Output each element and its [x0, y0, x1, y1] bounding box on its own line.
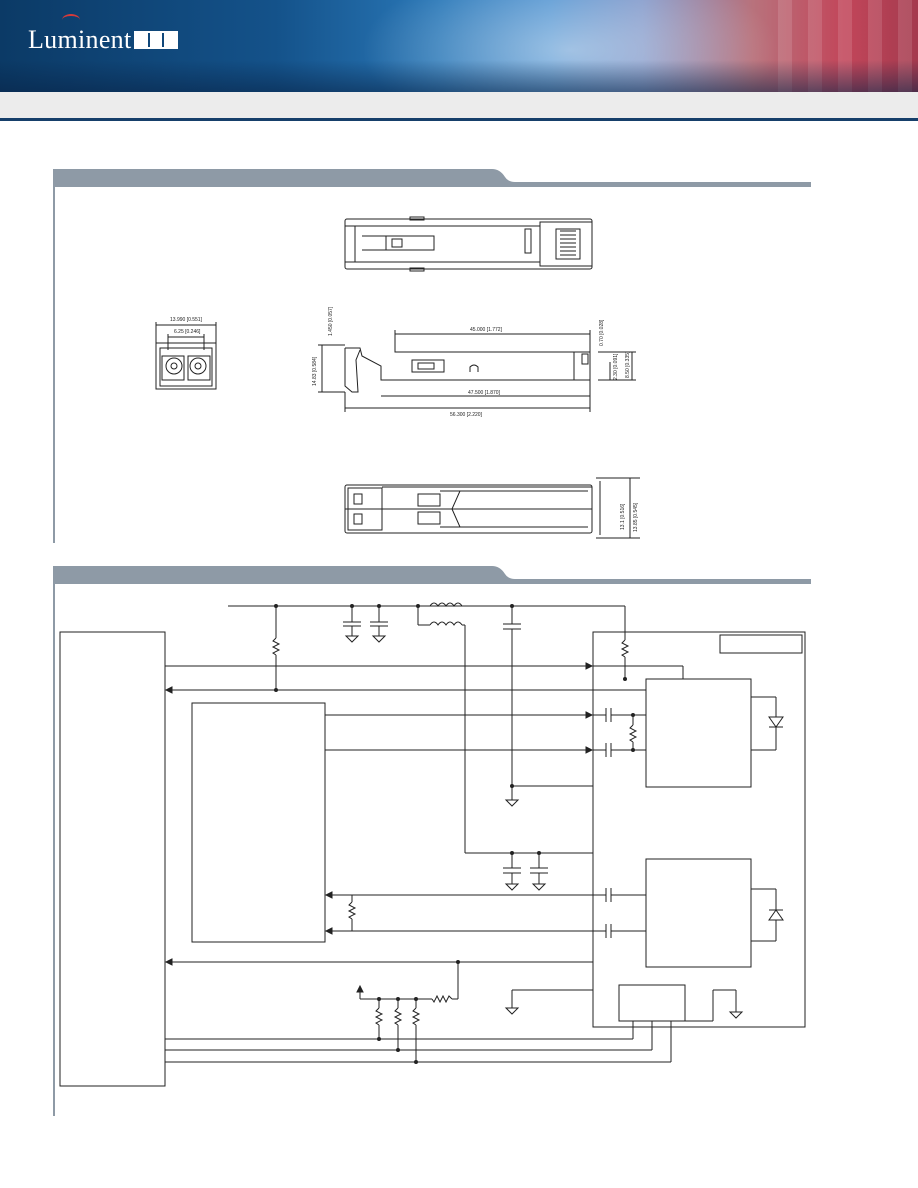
logo-swoosh-icon	[62, 14, 80, 26]
notch-outline	[492, 169, 515, 187]
header-subbar	[0, 92, 918, 121]
front-view-drawing	[155, 322, 217, 390]
module-boundary	[592, 631, 806, 1028]
schematic-junctions	[274, 604, 635, 1064]
dim-bottom-inner-width: 13.1 [0.516]	[620, 503, 626, 530]
dim-side-right-offset: 0.70 [0.028]	[599, 319, 605, 346]
dim-side-top-offset: 1.450 [0.057]	[328, 306, 334, 336]
transmitter-block	[645, 678, 752, 788]
dim-side-body-length: 45.000 [1.772]	[470, 327, 503, 333]
dim-side-height-left: 14.83 [0.584]	[312, 356, 318, 386]
schematic-drawing	[59, 602, 806, 1087]
eeprom-block	[618, 984, 686, 1022]
dim-side-overall-length: 56.300 [2.220]	[450, 412, 483, 418]
oic-mark-icon	[133, 31, 178, 49]
logo-text: Luminent	[28, 25, 132, 54]
top-view-drawing	[344, 216, 593, 272]
section-line-schematic	[505, 579, 811, 584]
side-view-drawing	[318, 330, 636, 412]
section-bar-schematic	[54, 566, 492, 584]
receiver-block	[645, 858, 752, 968]
section-line-outline	[505, 182, 811, 187]
bottom-view-drawing	[344, 477, 640, 539]
dim-front-port: 6.25 [0.246]	[174, 329, 201, 335]
section-side-schematic	[53, 566, 55, 1116]
dim-side-lower-length: 47.500 [1.870]	[468, 390, 501, 396]
banner-shade	[0, 60, 918, 92]
dim-front-width: 13.990 [0.551]	[170, 317, 203, 323]
serdes-block	[191, 702, 326, 943]
host-block	[59, 631, 166, 1087]
header-banner: Luminent	[0, 0, 918, 92]
dim-bottom-outer-width: 13.85 [0.545]	[633, 502, 639, 532]
section-bar-outline	[54, 169, 492, 187]
section-side-outline	[53, 169, 55, 543]
luminent-logo: Luminent	[28, 24, 178, 56]
dim-side-right-height: 8.50 [0.335]	[625, 351, 631, 378]
module-label-box	[719, 634, 803, 654]
dim-side-right-small: 2.30 [0.091]	[613, 353, 619, 380]
notch-schematic	[492, 566, 515, 584]
